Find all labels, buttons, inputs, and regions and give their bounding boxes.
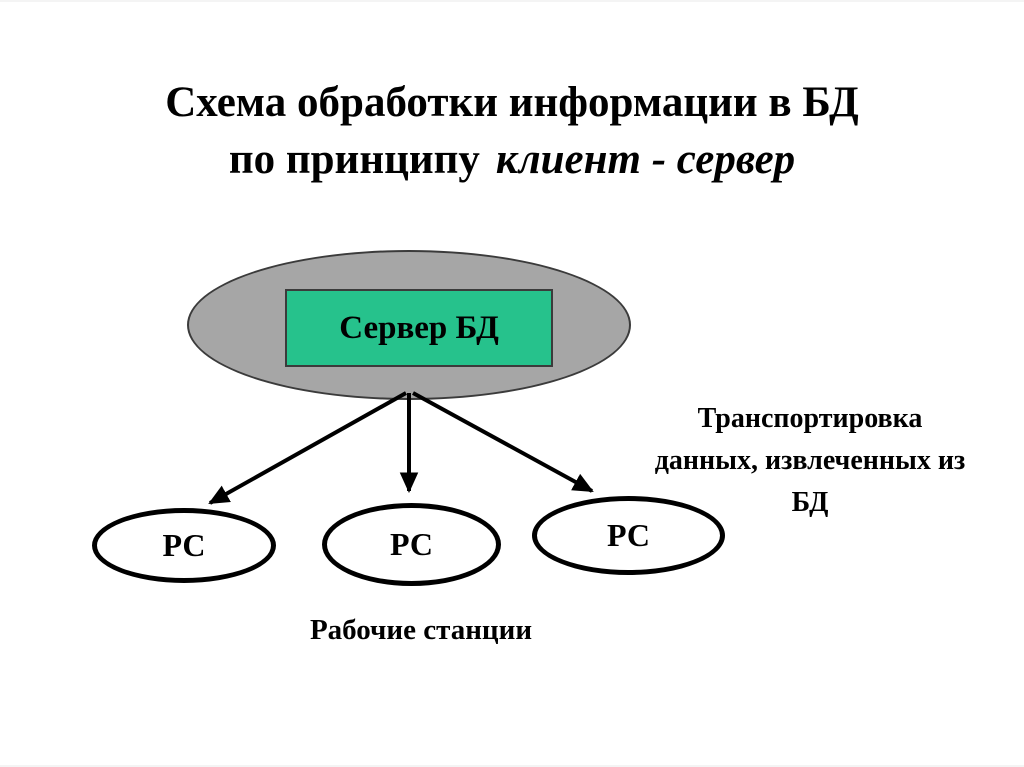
arrow-server-to-pc-right [412, 391, 594, 493]
server-db-box: Сервер БД [285, 289, 553, 367]
workstation-label: РС [162, 527, 206, 563]
slide-title-line2-regular: по принципу [228, 136, 480, 183]
slide-title-line2: по принципу клиент - сервер [0, 131, 1024, 188]
slide-title-line1: Схема обработки информации в БД [165, 79, 859, 126]
slide-title-line2-italic: клиент - сервер [495, 136, 796, 183]
workstation-ellipse-left: РС [92, 508, 276, 583]
workstation-label: РС [606, 517, 651, 553]
workstation-ellipse-right: РС [532, 496, 725, 575]
slide-title: Схема обработки информации в БД по принц… [0, 74, 1024, 188]
server-db-label: Сервер БД [339, 309, 499, 346]
transport-note: Транспортировка данных, извлеченных из Б… [654, 403, 966, 518]
workstation-ellipse-middle: РС [322, 503, 501, 586]
workstation-label: РС [389, 526, 434, 562]
workstations-caption: Рабочие станции [309, 614, 533, 646]
arrow-server-to-pc-left [208, 391, 407, 505]
